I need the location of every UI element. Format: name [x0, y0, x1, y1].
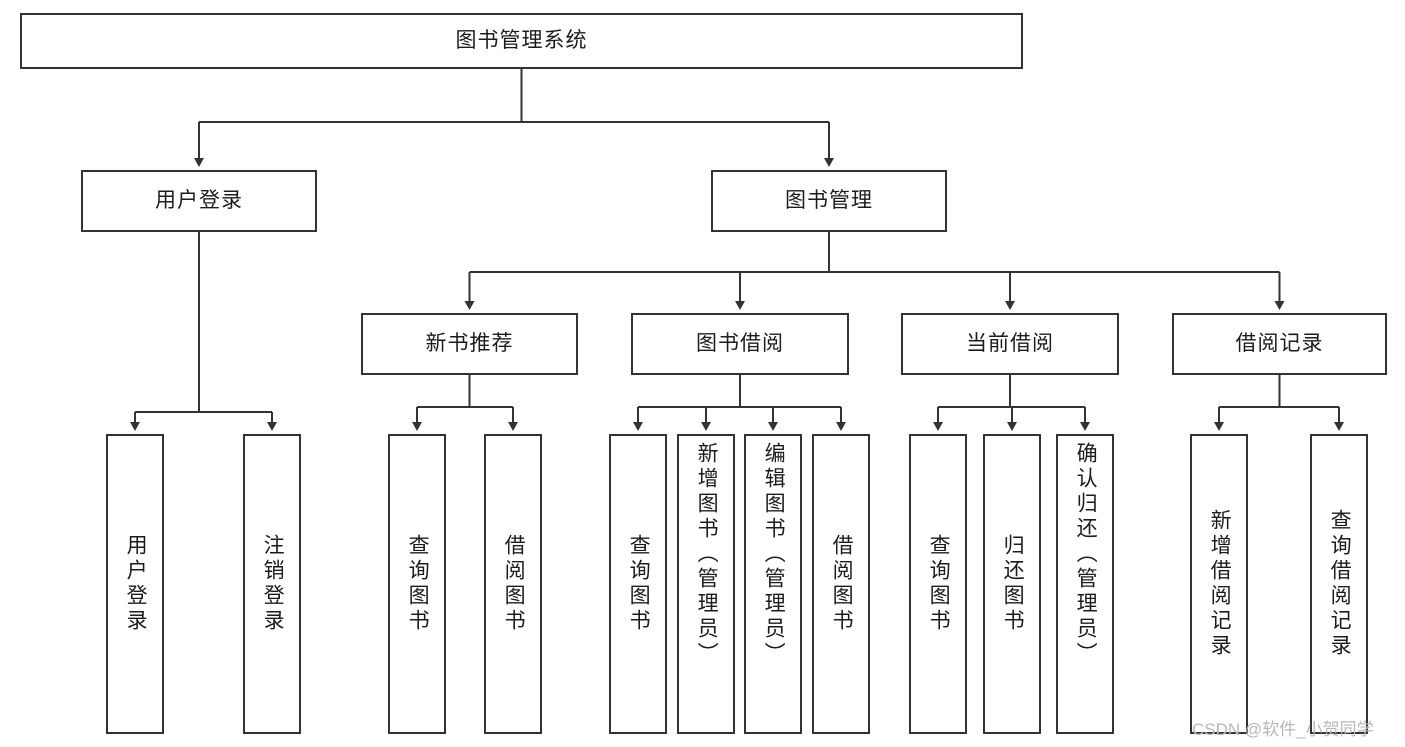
node-leaf-borrow-book-label: 借阅图书 [830, 534, 854, 634]
node-user-login[interactable]: 用户登录 [81, 170, 317, 232]
node-leaf-borrow-book[interactable]: 借阅图书 [812, 434, 870, 734]
node-leaf-user-login-label: 用户登录 [124, 534, 148, 634]
node-leaf-return-book-label: 归还图书 [1001, 534, 1025, 634]
node-leaf-user-logout[interactable]: 注销登录 [243, 434, 301, 734]
node-new-book-rec[interactable]: 新书推荐 [361, 313, 578, 375]
node-borrow-record-label: 借阅记录 [1235, 332, 1324, 356]
node-leaf-query-record[interactable]: 查询借阅记录 [1310, 434, 1368, 734]
node-borrow-record[interactable]: 借阅记录 [1172, 313, 1387, 375]
node-leaf-query-book-cur-label: 查询图书 [927, 534, 951, 634]
node-root[interactable]: 图书管理系统 [20, 13, 1023, 69]
node-leaf-confirm-return[interactable]: 确认归还（管理员） [1056, 434, 1114, 734]
node-current-borrow-label: 当前借阅 [966, 332, 1054, 356]
node-leaf-user-logout-label: 注销登录 [261, 534, 285, 634]
node-leaf-return-book[interactable]: 归还图书 [983, 434, 1041, 734]
node-leaf-add-book[interactable]: 新增图书（管理员） [677, 434, 735, 734]
node-leaf-add-record[interactable]: 新增借阅记录 [1190, 434, 1248, 734]
node-leaf-edit-book-label: 编辑图书（管理员） [762, 442, 786, 667]
node-leaf-query-book-label: 查询图书 [627, 534, 651, 634]
node-current-borrow[interactable]: 当前借阅 [901, 313, 1119, 375]
node-leaf-add-book-label: 新增图书（管理员） [695, 442, 719, 667]
node-leaf-add-record-label: 新增借阅记录 [1208, 509, 1232, 659]
node-book-manage[interactable]: 图书管理 [711, 170, 947, 232]
node-book-manage-label: 图书管理 [785, 189, 873, 213]
node-book-borrow[interactable]: 图书借阅 [631, 313, 849, 375]
node-leaf-query-book-rec[interactable]: 查询图书 [388, 434, 446, 734]
node-leaf-query-record-label: 查询借阅记录 [1328, 509, 1352, 659]
node-leaf-borrow-book-rec-label: 借阅图书 [502, 534, 526, 634]
node-root-label: 图书管理系统 [455, 29, 588, 53]
node-book-borrow-label: 图书借阅 [696, 332, 784, 356]
node-leaf-confirm-return-label: 确认归还（管理员） [1074, 442, 1098, 667]
node-leaf-borrow-book-rec[interactable]: 借阅图书 [484, 434, 542, 734]
node-user-login-label: 用户登录 [155, 189, 243, 213]
node-leaf-query-book-cur[interactable]: 查询图书 [909, 434, 967, 734]
node-leaf-query-book[interactable]: 查询图书 [609, 434, 667, 734]
node-new-book-rec-label: 新书推荐 [425, 332, 514, 356]
node-leaf-query-book-rec-label: 查询图书 [406, 534, 430, 634]
node-leaf-user-login[interactable]: 用户登录 [106, 434, 164, 734]
node-leaf-edit-book[interactable]: 编辑图书（管理员） [744, 434, 802, 734]
